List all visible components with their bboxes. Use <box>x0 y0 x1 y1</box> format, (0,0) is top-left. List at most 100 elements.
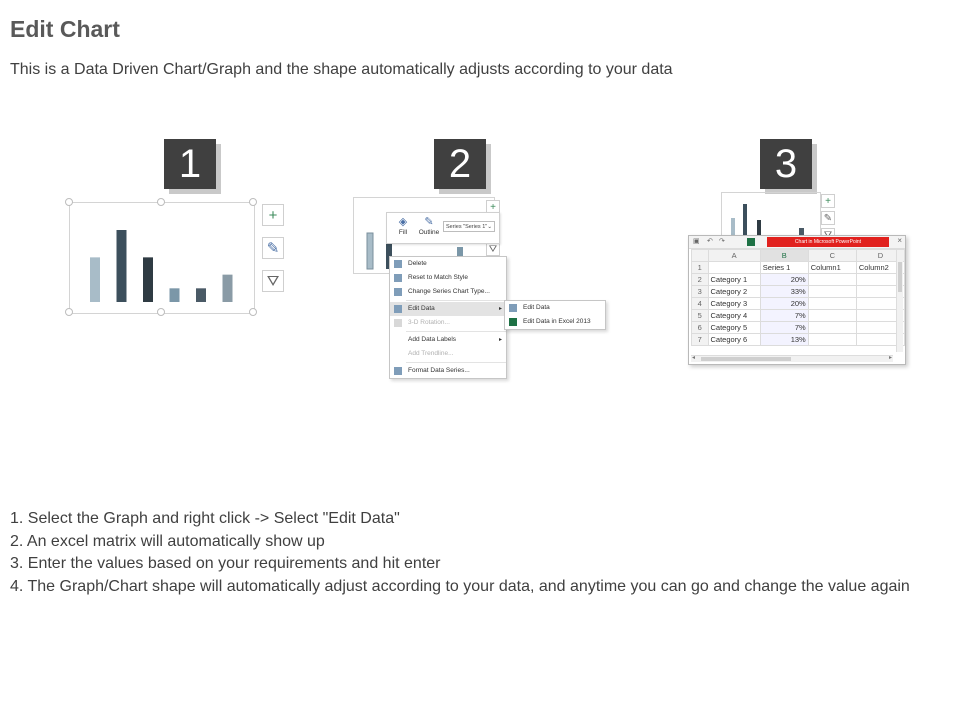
resize-handle[interactable] <box>157 198 165 206</box>
horizontal-scrollbar[interactable]: ◂ ▸ <box>691 355 893 362</box>
menu-item[interactable]: Add Data Labels▸ <box>390 333 506 347</box>
cell[interactable] <box>807 321 857 334</box>
cell[interactable] <box>807 333 857 346</box>
scrollbar-thumb[interactable] <box>898 262 902 292</box>
save-icon[interactable]: ▣ <box>693 238 700 245</box>
edit-data-icon <box>394 305 402 313</box>
paint-bucket-icon: ◈ <box>398 216 408 228</box>
cell[interactable]: 7% <box>759 321 809 334</box>
outline-button[interactable]: ✎ Outline <box>417 215 441 236</box>
excel-icon <box>747 238 755 246</box>
page-subtitle: This is a Data Driven Chart/Graph and th… <box>10 61 673 78</box>
series-select[interactable]: Series "Series 1" ⌄ <box>443 221 495 232</box>
cell[interactable]: Category 2 <box>707 285 761 298</box>
bar[interactable] <box>222 274 233 302</box>
resize-handle[interactable] <box>249 198 257 206</box>
sample-bar-chart[interactable] <box>69 202 253 312</box>
bar[interactable] <box>90 257 100 302</box>
scrollbar-thumb[interactable] <box>701 357 791 361</box>
scroll-left-icon[interactable]: ◂ <box>692 355 696 361</box>
redo-icon[interactable]: ↷ <box>719 238 725 245</box>
cell[interactable]: Category 5 <box>707 321 761 334</box>
cell[interactable]: C <box>807 249 857 262</box>
cell[interactable] <box>807 309 857 322</box>
cell[interactable]: Column1 <box>807 261 857 274</box>
outline-label: Outline <box>418 229 440 236</box>
partial-chart <box>731 204 804 240</box>
cell[interactable]: Category 6 <box>707 333 761 346</box>
instructions: 1. Select the Graph and right click -> S… <box>10 508 945 598</box>
brush-button[interactable]: ✎ <box>262 237 284 259</box>
step-badge-1: 1 <box>164 139 216 189</box>
cell[interactable]: Category 1 <box>707 273 761 286</box>
cell[interactable]: 7% <box>759 309 809 322</box>
chart-styles-button[interactable]: ✎ <box>821 211 835 225</box>
filter-button[interactable]: ⛛ <box>262 270 284 292</box>
series-select-value: Series "Series 1" <box>446 224 488 230</box>
plus-button[interactable]: + <box>262 204 284 226</box>
cell[interactable]: Category 3 <box>707 297 761 310</box>
menu-item[interactable]: Edit Data▸ <box>390 302 506 316</box>
submenu-item[interactable]: Edit Data in Excel 2013 <box>505 315 605 329</box>
cell[interactable] <box>707 261 761 274</box>
cell[interactable] <box>855 333 906 346</box>
cell[interactable]: Series 1 <box>759 261 809 274</box>
fill-label: Fill <box>398 229 408 236</box>
resize-handle[interactable] <box>65 308 73 316</box>
bar[interactable] <box>196 288 206 302</box>
cell[interactable] <box>807 297 857 310</box>
submenu-arrow-icon: ▸ <box>498 306 502 312</box>
plus-icon: + <box>490 202 496 213</box>
chart-elements-button[interactable]: + <box>821 194 835 208</box>
fill-button[interactable]: ◈ Fill <box>393 215 413 236</box>
cell[interactable]: Category 4 <box>707 309 761 322</box>
cell[interactable] <box>807 285 857 298</box>
bar[interactable] <box>143 257 153 302</box>
vertical-scrollbar[interactable] <box>896 250 903 352</box>
scroll-right-icon[interactable]: ▸ <box>888 355 892 361</box>
menu-separator <box>406 331 506 332</box>
undo-icon[interactable]: ↶ <box>707 238 713 245</box>
instruction-step: 4. The Graph/Chart shape will automatica… <box>10 577 910 595</box>
menu-item-label: Reset to Match Style <box>408 274 468 281</box>
menu-separator <box>406 362 506 363</box>
cell[interactable]: A <box>707 249 761 262</box>
reset-style-icon <box>394 274 402 282</box>
cell[interactable] <box>807 273 857 286</box>
cell[interactable]: 13% <box>759 333 809 346</box>
cell[interactable]: 20% <box>759 297 809 310</box>
menu-item[interactable]: Reset to Match Style <box>390 271 506 285</box>
close-icon[interactable]: × <box>897 236 902 245</box>
cell[interactable]: D <box>855 249 906 262</box>
cell[interactable]: 20% <box>759 273 809 286</box>
bar[interactable] <box>169 288 180 302</box>
menu-item[interactable]: Delete <box>390 257 506 271</box>
menu-item: 3-D Rotation... <box>390 316 506 330</box>
bar[interactable] <box>116 230 127 302</box>
plus-icon: + <box>825 196 831 207</box>
instruction-step: 3. Enter the values based on your requir… <box>10 555 441 572</box>
menu-item[interactable]: Format Data Series... <box>390 364 506 378</box>
edit-data-icon <box>509 304 517 312</box>
row-header-cell: 4 <box>691 297 709 310</box>
resize-handle[interactable] <box>65 198 73 206</box>
cell[interactable]: B <box>759 249 809 262</box>
filter-icon: ⛛ <box>266 273 280 290</box>
menu-item-label: Add Trendline... <box>408 350 454 357</box>
menu-item-label: Add Data Labels <box>408 336 457 343</box>
row-header-cell: 1 <box>691 261 709 274</box>
step-badge-3: 3 <box>760 139 812 189</box>
chart-filters-button[interactable]: ⛛ <box>486 242 500 256</box>
menu-item[interactable]: Change Series Chart Type... <box>390 285 506 299</box>
plus-icon: + <box>268 207 278 224</box>
resize-handle[interactable] <box>157 308 165 316</box>
cell[interactable]: 33% <box>759 285 809 298</box>
submenu-item[interactable]: Edit Data <box>505 301 605 315</box>
resize-handle[interactable] <box>249 308 257 316</box>
menu-item-label: Delete <box>408 260 427 267</box>
